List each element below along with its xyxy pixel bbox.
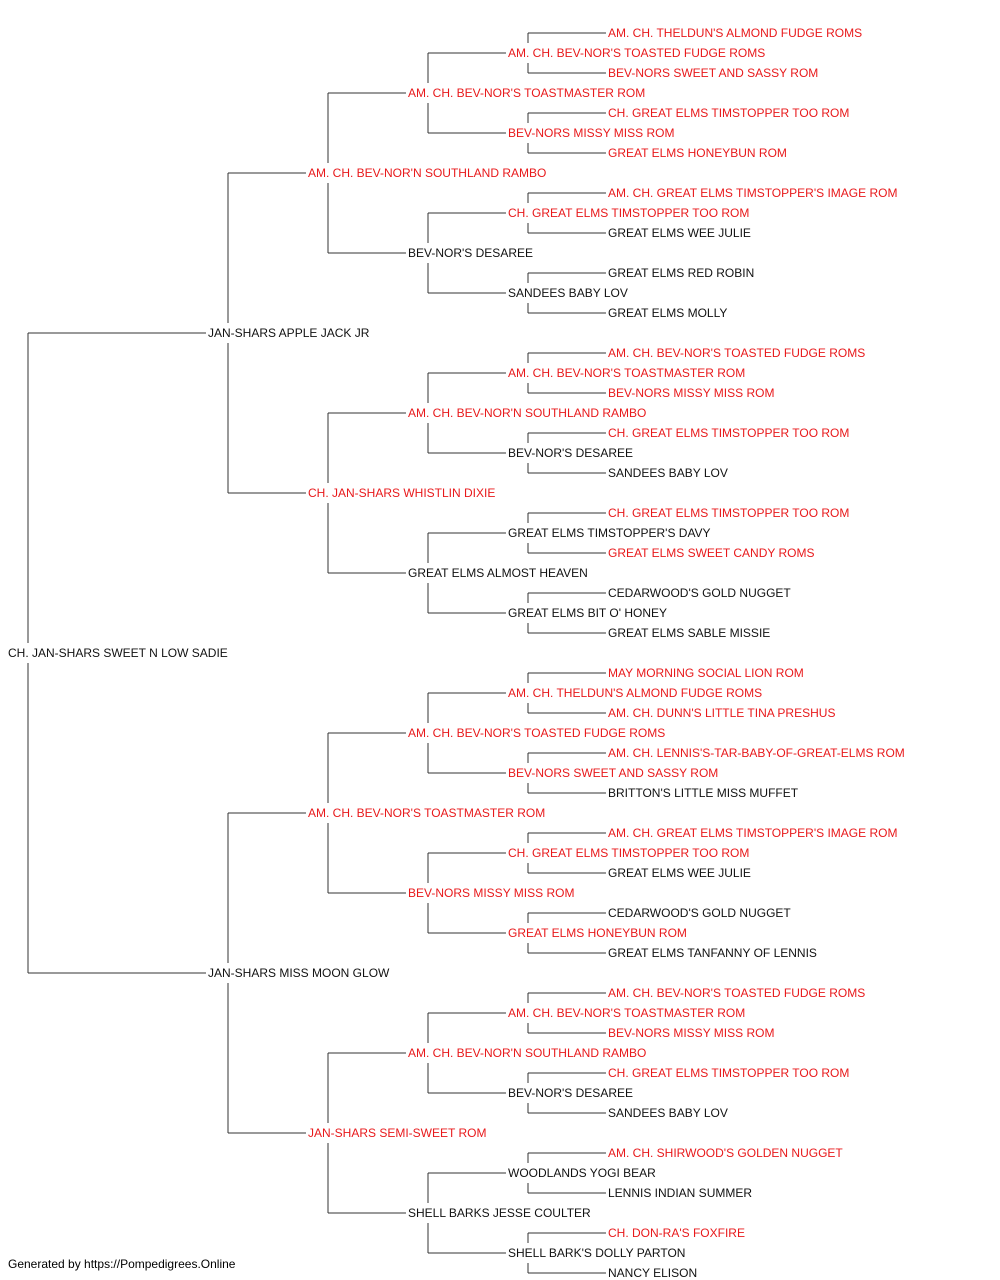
pedigree-name-gen5: CEDARWOOD'S GOLD NUGGET (608, 906, 791, 920)
pedigree-name-gen0: CH. JAN-SHARS SWEET N LOW SADIE (8, 646, 228, 660)
pedigree-name-gen4: AM. CH. BEV-NOR'S TOASTMASTER ROM (508, 366, 745, 380)
pedigree-name-gen4: SANDEES BABY LOV (508, 286, 628, 300)
pedigree-name-gen5: GREAT ELMS RED ROBIN (608, 266, 754, 280)
pedigree-names: CH. JAN-SHARS SWEET N LOW SADIE JAN-SHARS… (8, 26, 905, 1280)
pedigree-name-gen5: MAY MORNING SOCIAL LION ROM (608, 666, 804, 680)
pedigree-name-gen4: BEV-NORS MISSY MISS ROM (508, 126, 674, 140)
pedigree-name-gen2: JAN-SHARS SEMI-SWEET ROM (308, 1126, 486, 1140)
pedigree-name-gen5: GREAT ELMS HONEYBUN ROM (608, 146, 787, 160)
pedigree-name-gen2: AM. CH. BEV-NOR'N SOUTHLAND RAMBO (308, 166, 546, 180)
pedigree-connectors (27, 32, 606, 1274)
pedigree-name-gen4: CH. GREAT ELMS TIMSTOPPER TOO ROM (508, 206, 749, 220)
pedigree-name-gen4: GREAT ELMS TIMSTOPPER'S DAVY (508, 526, 711, 540)
pedigree-name-gen5: BEV-NORS SWEET AND SASSY ROM (608, 66, 818, 80)
pedigree-name-gen4: BEV-NOR'S DESAREE (508, 446, 633, 460)
pedigree-name-gen5: AM. CH. SHIRWOOD'S GOLDEN NUGGET (608, 1146, 843, 1160)
pedigree-name-gen5: SANDEES BABY LOV (608, 466, 728, 480)
generated-by-footer: Generated by https://Pompedigrees.Online (8, 1257, 236, 1271)
pedigree-name-gen5: GREAT ELMS MOLLY (608, 306, 727, 320)
pedigree-name-gen4: BEV-NORS SWEET AND SASSY ROM (508, 766, 718, 780)
pedigree-name-gen4: BEV-NOR'S DESAREE (508, 1086, 633, 1100)
pedigree-name-gen5: AM. CH. LENNIS'S-TAR-BABY-OF-GREAT-ELMS … (608, 746, 905, 760)
pedigree-name-gen5: NANCY ELISON (608, 1266, 697, 1280)
pedigree-name-gen3: AM. CH. BEV-NOR'N SOUTHLAND RAMBO (408, 1046, 646, 1060)
pedigree-name-gen3: AM. CH. BEV-NOR'N SOUTHLAND RAMBO (408, 406, 646, 420)
pedigree-name-gen5: BEV-NORS MISSY MISS ROM (608, 386, 774, 400)
pedigree-name-gen4: AM. CH. BEV-NOR'S TOASTED FUDGE ROMS (508, 46, 765, 60)
pedigree-name-gen5: CH. GREAT ELMS TIMSTOPPER TOO ROM (608, 426, 849, 440)
pedigree-name-gen4: AM. CH. BEV-NOR'S TOASTMASTER ROM (508, 1006, 745, 1020)
pedigree-name-gen5: SANDEES BABY LOV (608, 1106, 728, 1120)
pedigree-name-gen5: AM. CH. DUNN'S LITTLE TINA PRESHUS (608, 706, 835, 720)
pedigree-name-gen2: CH. JAN-SHARS WHISTLIN DIXIE (308, 486, 495, 500)
pedigree-name-gen5: CH. GREAT ELMS TIMSTOPPER TOO ROM (608, 506, 849, 520)
pedigree-name-gen5: CH. GREAT ELMS TIMSTOPPER TOO ROM (608, 106, 849, 120)
pedigree-name-gen5: CEDARWOOD'S GOLD NUGGET (608, 586, 791, 600)
pedigree-name-gen4: GREAT ELMS HONEYBUN ROM (508, 926, 687, 940)
pedigree-name-gen3: AM. CH. BEV-NOR'S TOASTMASTER ROM (408, 86, 645, 100)
pedigree-name-gen3: BEV-NORS MISSY MISS ROM (408, 886, 574, 900)
pedigree-name-gen5: AM. CH. GREAT ELMS TIMSTOPPER'S IMAGE RO… (608, 186, 897, 200)
pedigree-name-gen5: CH. GREAT ELMS TIMSTOPPER TOO ROM (608, 1066, 849, 1080)
pedigree-name-gen5: GREAT ELMS TANFANNY OF LENNIS (608, 946, 817, 960)
pedigree-name-gen3: AM. CH. BEV-NOR'S TOASTED FUDGE ROMS (408, 726, 665, 740)
pedigree-name-gen3: GREAT ELMS ALMOST HEAVEN (408, 566, 588, 580)
pedigree-name-gen3: SHELL BARKS JESSE COULTER (408, 1206, 591, 1220)
pedigree-name-gen5: GREAT ELMS SABLE MISSIE (608, 626, 770, 640)
pedigree-name-gen4: WOODLANDS YOGI BEAR (508, 1166, 656, 1180)
pedigree-name-gen4: CH. GREAT ELMS TIMSTOPPER TOO ROM (508, 846, 749, 860)
pedigree-name-gen5: AM. CH. GREAT ELMS TIMSTOPPER'S IMAGE RO… (608, 826, 897, 840)
pedigree-name-gen5: GREAT ELMS WEE JULIE (608, 226, 751, 240)
pedigree-name-gen5: LENNIS INDIAN SUMMER (608, 1186, 752, 1200)
pedigree-name-gen3: BEV-NOR'S DESAREE (408, 246, 533, 260)
pedigree-name-gen5: AM. CH. BEV-NOR'S TOASTED FUDGE ROMS (608, 986, 865, 1000)
pedigree-name-gen1: JAN-SHARS MISS MOON GLOW (208, 966, 390, 980)
pedigree-name-gen5: AM. CH. THELDUN'S ALMOND FUDGE ROMS (608, 26, 862, 40)
pedigree-name-gen4: AM. CH. THELDUN'S ALMOND FUDGE ROMS (508, 686, 762, 700)
pedigree-name-gen4: SHELL BARK'S DOLLY PARTON (508, 1246, 685, 1260)
pedigree-name-gen2: AM. CH. BEV-NOR'S TOASTMASTER ROM (308, 806, 545, 820)
pedigree-name-gen5: GREAT ELMS WEE JULIE (608, 866, 751, 880)
pedigree-name-gen5: BRITTON'S LITTLE MISS MUFFET (608, 786, 799, 800)
pedigree-name-gen5: BEV-NORS MISSY MISS ROM (608, 1026, 774, 1040)
pedigree-name-gen5: AM. CH. BEV-NOR'S TOASTED FUDGE ROMS (608, 346, 865, 360)
pedigree-name-gen5: GREAT ELMS SWEET CANDY ROMS (608, 546, 814, 560)
pedigree-name-gen1: JAN-SHARS APPLE JACK JR (208, 326, 370, 340)
pedigree-name-gen4: GREAT ELMS BIT O' HONEY (508, 606, 667, 620)
pedigree-name-gen5: CH. DON-RA'S FOXFIRE (608, 1226, 745, 1240)
